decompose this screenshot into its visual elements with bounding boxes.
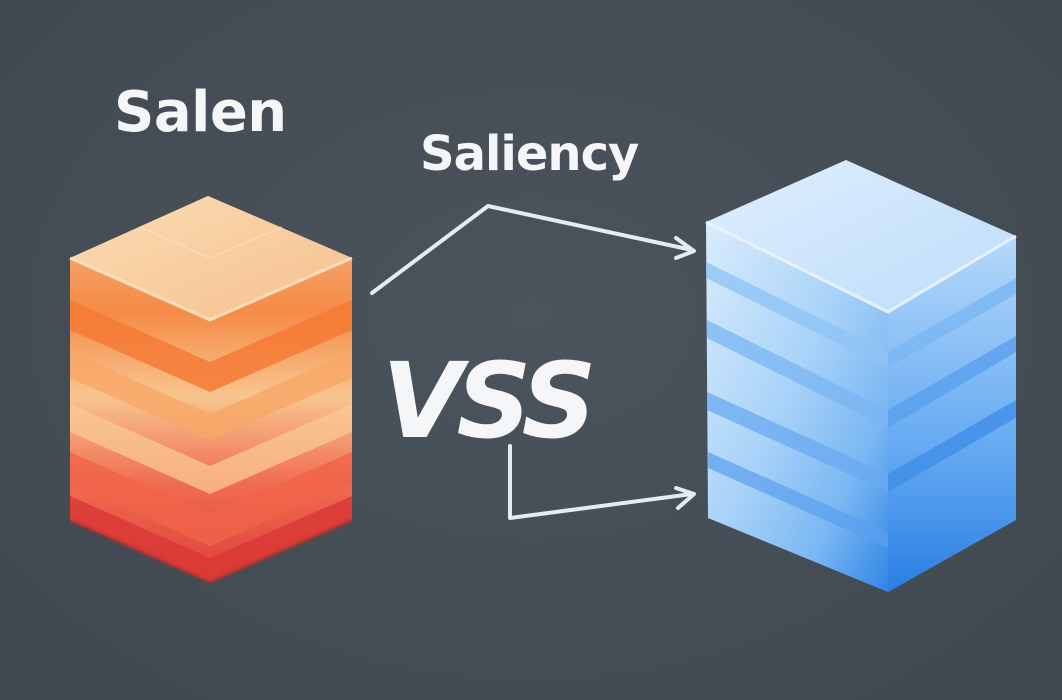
connector-arrows (370, 204, 696, 520)
warm-top-ridge (69, 256, 353, 322)
warm-layer-band-2 (70, 352, 352, 440)
cool-layer-band-1 (706, 262, 888, 368)
upper-arrowhead (674, 236, 696, 260)
arrow-label: Saliency (420, 126, 639, 182)
cool-layer-band-3 (707, 392, 888, 492)
warm-layer-band-4 (70, 452, 352, 546)
cool-layer-band-2 (707, 320, 888, 428)
warm-layer-band-1 (70, 300, 352, 392)
warm-top-inner-line (139, 226, 283, 260)
upper-arrow (370, 204, 694, 295)
lower-arrow (508, 444, 694, 520)
cool-layer-stack (705, 160, 1017, 592)
cool-stack-right-face (888, 236, 1016, 592)
warm-layer-band-5 (70, 496, 352, 582)
cool-side-band-3 (888, 400, 1016, 492)
cool-side-band-1 (888, 278, 1016, 368)
cool-layer-band-4 (708, 452, 888, 548)
comparison-label: VSS (382, 340, 597, 462)
lower-arrowhead (674, 486, 696, 510)
warm-layer-stack (69, 196, 353, 585)
cool-top-edge (705, 220, 1017, 314)
cool-stack-left-face (706, 222, 888, 592)
left-stack-title: Salen (114, 80, 287, 145)
cool-stack-top (706, 160, 1016, 312)
warm-stack-shadow (69, 518, 353, 585)
warm-layer-band-3 (70, 404, 352, 494)
cool-side-band-2 (888, 336, 1016, 428)
